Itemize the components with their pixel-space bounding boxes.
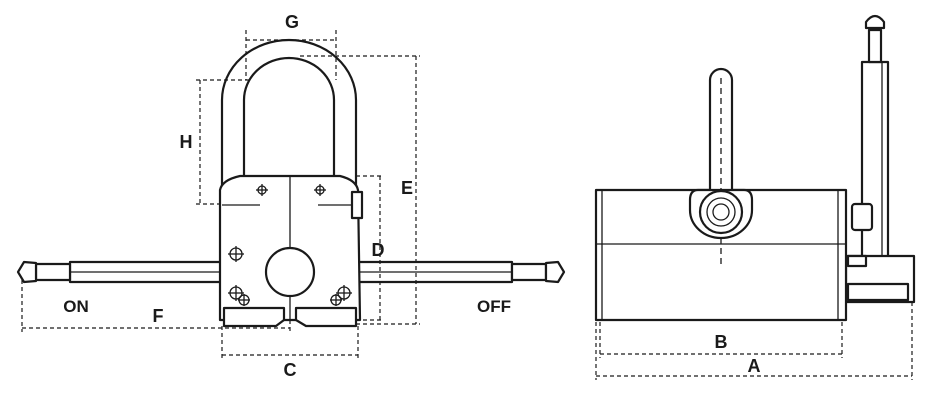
label-d: D: [372, 240, 385, 260]
label-h: H: [180, 132, 193, 152]
label-b: B: [715, 332, 728, 352]
magnet-body-front: [218, 174, 364, 328]
front-view: G H E D C F ON OFF: [16, 12, 566, 380]
pole-shoe-left: [222, 306, 286, 328]
label-c: C: [284, 360, 297, 380]
bolt-top-right: [314, 184, 326, 196]
side-view: B A: [594, 14, 916, 380]
bolt-low-right-b: [330, 294, 342, 306]
label-g: G: [285, 12, 299, 32]
side-base-block: [844, 254, 916, 304]
bolt-low-left-a: [228, 285, 244, 301]
rotor-hub: [264, 246, 316, 298]
label-on: ON: [63, 297, 89, 316]
bolt-low-left-b: [238, 294, 250, 306]
front-dimensions: [21, 30, 420, 360]
bolt-low-right-a: [336, 285, 352, 301]
pole-shoe-right: [294, 306, 358, 328]
label-f: F: [153, 306, 164, 326]
bolt-mid-left: [228, 246, 244, 262]
side-knob: [850, 202, 874, 232]
label-a: A: [748, 356, 761, 376]
side-dimensions: [595, 302, 913, 380]
bolt-top-left: [256, 184, 268, 196]
label-off: OFF: [477, 297, 511, 316]
side-pivot-boss: [688, 188, 754, 240]
label-e: E: [401, 178, 413, 198]
side-shackle: [708, 67, 734, 268]
handle-bar: [16, 260, 566, 284]
